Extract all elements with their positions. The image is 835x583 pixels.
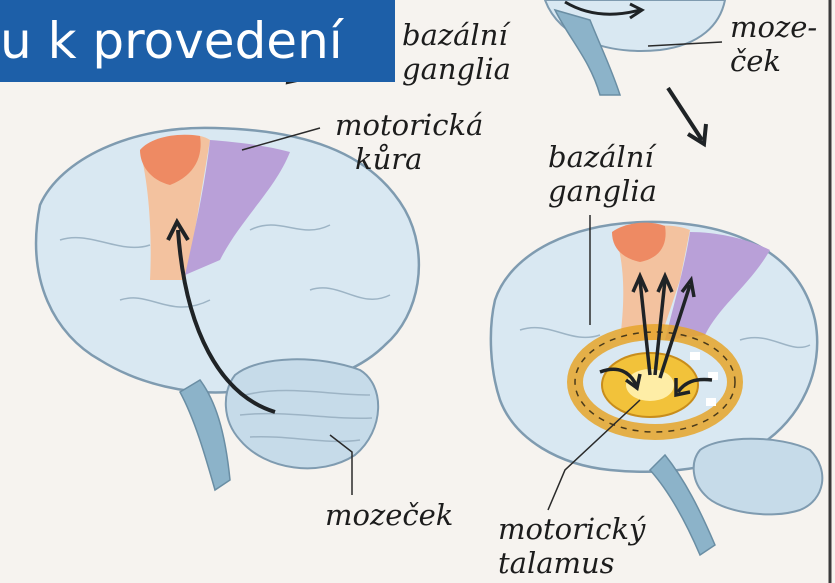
label-line: ganglia [402,52,511,86]
label-line: moze- [730,10,817,44]
label-line: motorický [498,512,645,546]
label-motoricky-talamus: motorický talamus [498,512,645,580]
left-brain [36,128,419,495]
label-mozecek-bottom: mozeček [325,498,453,532]
label-motoricka-kura: motorická kůra [335,108,483,176]
label-line: talamus [498,546,645,580]
overlay-caption: u k provedení [0,0,395,82]
right-brain [491,215,822,555]
label-line: kůra [335,142,483,176]
label-line: ček [730,44,817,78]
label-line: bazální [548,140,657,174]
label-line: bazální [402,18,511,52]
top-brain-fragment [545,0,725,95]
label-mozecek-top: moze- ček [730,10,817,78]
label-bazalni-ganglia-right: bazální ganglia [548,140,657,208]
label-line: motorická [335,108,483,142]
label-bazalni-ganglia-top: bazální ganglia [402,18,511,86]
label-line: ganglia [548,174,657,208]
